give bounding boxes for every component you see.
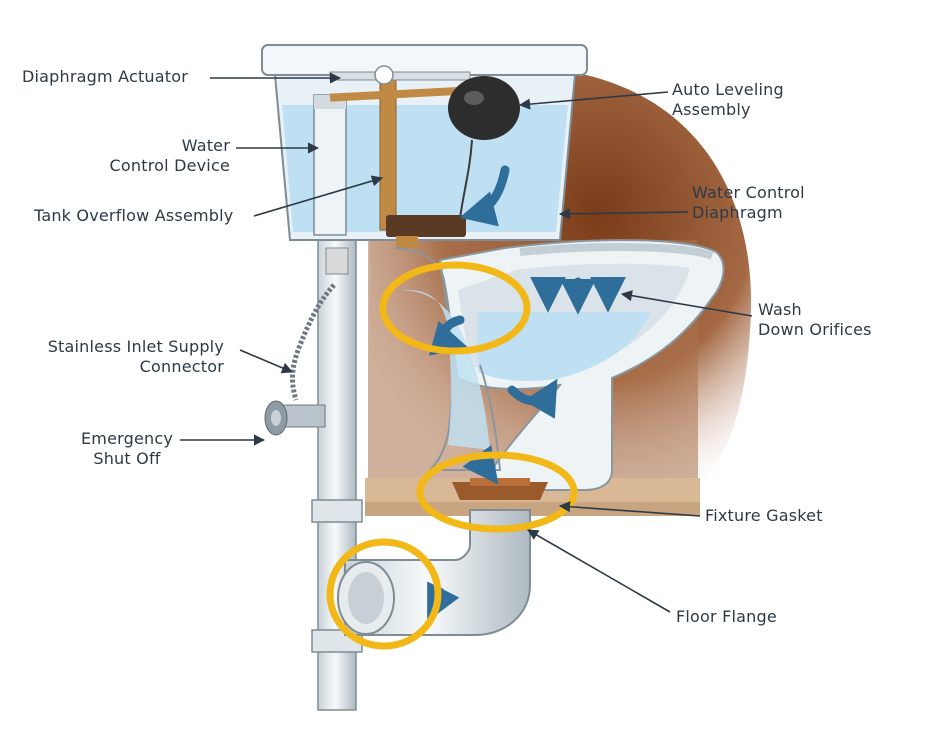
label-water-control-diaphragm: Water Control Diaphragm <box>692 183 805 223</box>
label-wash-down-orifices: Wash Down Orifices <box>758 300 872 340</box>
label-stainless-inlet-supply-connector: Stainless Inlet Supply Connector <box>24 337 224 377</box>
label-diaphragm-actuator: Diaphragm Actuator <box>22 67 188 86</box>
label-water-control-device-line2: Control Device <box>109 156 230 175</box>
flush-tank <box>261 44 588 248</box>
inlet-supply-connector <box>290 283 336 401</box>
label-auto-leveling-assembly: Auto Leveling Assembly <box>672 80 784 120</box>
label-emergency-shut-off-line1: Emergency <box>80 429 174 448</box>
fixture-gasket-part <box>452 478 548 500</box>
label-wash-down-orifices-line1: Wash <box>758 300 802 319</box>
label-water-control-device: Water Control Device <box>96 136 230 176</box>
label-auto-leveling-assembly-line1: Auto Leveling <box>672 80 784 99</box>
label-emergency-shut-off-line2: Shut Off <box>93 449 161 468</box>
shut-off-valve <box>264 400 326 436</box>
label-stainless-inlet-supply-connector-line1: Stainless Inlet Supply <box>47 337 224 356</box>
highlight-rings <box>326 261 578 650</box>
label-fixture-gasket: Fixture Gasket <box>705 506 823 525</box>
leader-lines <box>180 72 753 613</box>
supply-pipe <box>311 239 363 711</box>
label-water-control-diaphragm-line2: Diaphragm <box>692 203 783 222</box>
label-wash-down-orifices-line2: Down Orifices <box>758 320 872 339</box>
label-auto-leveling-assembly-line2: Assembly <box>672 100 751 119</box>
label-water-control-device-line1: Water <box>181 136 230 155</box>
label-water-control-diaphragm-line1: Water Control <box>692 183 805 202</box>
waste-pipe <box>337 509 531 636</box>
label-floor-flange: Floor Flange <box>676 607 777 626</box>
label-tank-overflow-assembly: Tank Overflow Assembly <box>34 206 234 225</box>
label-stainless-inlet-supply-connector-line2: Connector <box>139 357 224 376</box>
label-emergency-shut-off: Emergency Shut Off <box>74 429 180 469</box>
